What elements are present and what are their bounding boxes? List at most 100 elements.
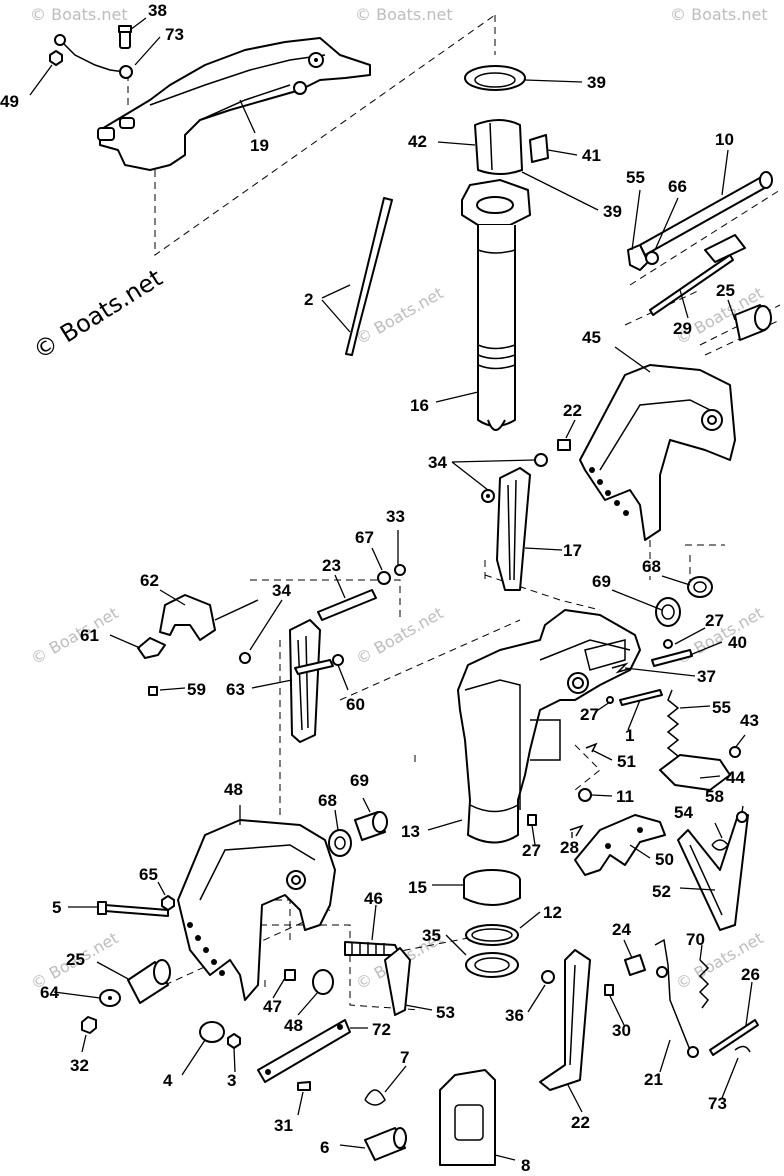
label-48: 48 [284, 1016, 303, 1035]
part-36-24-31-hardware [541, 954, 646, 996]
label-45: 45 [582, 328, 601, 347]
part-22-lever [539, 949, 591, 1091]
label-64: 63 [226, 680, 245, 699]
part-49-stern-bracket-left [177, 819, 336, 1001]
label-2: 2 [304, 290, 313, 309]
part-15-12-35-rings [463, 869, 521, 978]
label-31: 30 [612, 1021, 631, 1040]
label-37: 37 [697, 667, 716, 686]
label-41: 41 [582, 146, 601, 165]
label-71: 72 [372, 1020, 391, 1039]
label-13: 13 [401, 822, 420, 841]
label-50: 50 [655, 850, 674, 869]
part-70-69-bushings-right [655, 576, 713, 627]
label-17: 17 [563, 541, 582, 560]
part-26-72-pin-clip [709, 1019, 759, 1056]
label-62: 61 [80, 626, 99, 645]
label-69-left: 68 [318, 791, 337, 810]
label-8: 8 [521, 1156, 530, 1175]
assembly-guide-lines [127, 14, 781, 1011]
label-38: 38 [148, 1, 167, 20]
label-36: 36 [505, 1006, 524, 1025]
label-21: 21 [644, 1070, 663, 1089]
part-39-42-41-bushings [464, 65, 549, 175]
part-21-rod [654, 938, 699, 1058]
watermark-main: © Boats.net [28, 264, 167, 365]
part-13-swivel-bracket [457, 609, 641, 844]
label-54: 53 [436, 1003, 455, 1022]
label-1: 1 [625, 726, 634, 745]
leader-lines [29, 17, 753, 1161]
label-20: 22 [563, 401, 582, 420]
label-7: 7 [400, 1048, 409, 1067]
label-12: 12 [543, 903, 562, 922]
label-28: 28 [560, 838, 579, 857]
part-6-roller [364, 1127, 407, 1161]
label-59: 55 [626, 168, 645, 187]
label-70-right: 69 [592, 572, 611, 591]
label-6: 6 [320, 1138, 329, 1157]
label-19: 19 [250, 136, 269, 155]
label-42: 42 [408, 132, 427, 151]
label-47: 47 [263, 997, 282, 1016]
part-2-link-rod [345, 197, 393, 356]
watermark-top-right: © Boats.net [670, 5, 768, 24]
label-67: 66 [668, 177, 687, 196]
label-72: 73 [708, 1094, 727, 1113]
label-25-left: 25 [66, 950, 85, 969]
watermark-top-center: © Boats.net [355, 5, 453, 24]
watermark-top-left: © Boats.net [30, 5, 128, 24]
label-27-top: 27 [705, 611, 724, 630]
part-71-plate [257, 1019, 351, 1083]
label-24: 24 [612, 920, 631, 939]
part-labels: 38 73 49 19 39 42 41 39 10 55 66 25 29 2… [0, 1, 760, 1175]
part-51-73-38-ground-wire [49, 25, 133, 79]
label-43: 43 [740, 711, 759, 730]
part-8-clamp-pad [439, 1069, 496, 1166]
label-44: 44 [726, 768, 745, 787]
label-33: 33 [386, 507, 405, 526]
part-10-67-59-29-25-tilt-shaft [627, 171, 773, 341]
label-15: 15 [408, 878, 427, 897]
label-22: 22 [571, 1113, 590, 1132]
label-23: 23 [322, 556, 341, 575]
part-16-swivel-tube [461, 179, 531, 431]
label-56: 55 [712, 698, 731, 717]
label-46: 46 [364, 889, 383, 908]
label-51: 49 [0, 92, 19, 111]
part-56-44-43-spring-bracket [659, 689, 741, 791]
label-5: 5 [52, 898, 61, 917]
label-63: 62 [140, 571, 159, 590]
part-20-34-17-link [481, 439, 571, 591]
label-39-top: 39 [587, 73, 606, 92]
label-34-top: 34 [428, 453, 447, 472]
label-65: 64 [40, 983, 59, 1002]
label-70-left: 69 [350, 771, 369, 790]
label-60: 59 [187, 680, 206, 699]
label-53: 51 [617, 752, 636, 771]
part-50-lever-plate [574, 814, 666, 876]
label-39-lower: 39 [603, 202, 622, 221]
part-30-7-screw-spring [297, 1081, 386, 1106]
label-11: 11 [616, 787, 634, 806]
label-35: 35 [422, 926, 441, 945]
part-23-68-33-64-61-lock [239, 564, 406, 743]
label-4: 4 [163, 1071, 173, 1090]
label-29: 29 [673, 319, 692, 338]
part-57-spring [656, 959, 710, 1009]
label-30: 31 [274, 1116, 293, 1135]
label-61: 60 [346, 695, 365, 714]
label-32: 32 [70, 1056, 89, 1075]
label-34-mid: 34 [272, 581, 291, 600]
label-52: 52 [652, 882, 671, 901]
part-63-62-60-lever [137, 594, 259, 696]
label-66: 65 [139, 865, 158, 884]
part-69-70-bushings-left [328, 811, 388, 857]
part-25-65-32-left-hardware [81, 959, 171, 1034]
part-45-stern-bracket-right [579, 364, 736, 541]
label-40: 40 [728, 633, 747, 652]
label-49: 48 [224, 780, 243, 799]
part-5-66-bolt [97, 895, 175, 917]
part-52-55-58-tilt-lever [677, 811, 749, 931]
